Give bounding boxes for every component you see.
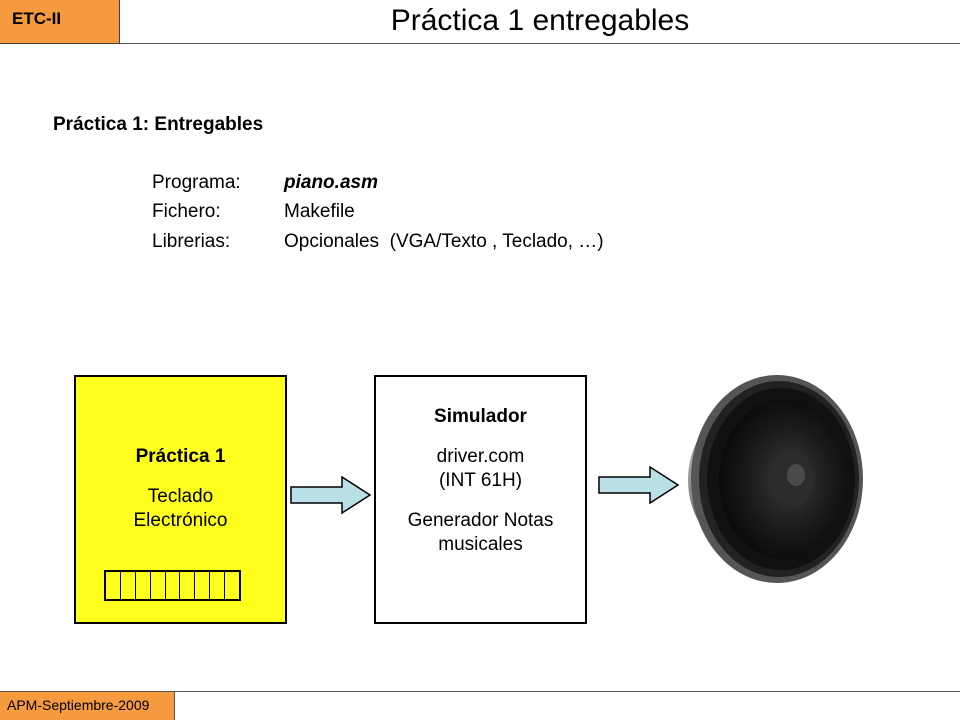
- deliverable-row-programa: Programa: piano.asm: [152, 172, 378, 194]
- footer-text: APM-Septiembre-2009: [7, 697, 150, 713]
- simulador-line-4: musicales: [438, 534, 523, 555]
- arrow-right-icon: [598, 466, 680, 504]
- simulador-box: Simulador driver.com (INT 61H) Generador…: [374, 375, 587, 624]
- deliverable-row-fichero: Fichero: Makefile: [152, 201, 355, 223]
- keyboard-icon: [104, 570, 241, 601]
- simulador-line-1: driver.com: [436, 446, 525, 467]
- course-label: ETC-II: [12, 9, 62, 28]
- footer-badge: [0, 692, 175, 720]
- simulador-line-3: Generador Notas: [407, 510, 554, 531]
- deliverable-value: piano.asm: [284, 172, 378, 193]
- deliverable-value: Makefile: [284, 201, 355, 222]
- speaker-icon: [688, 375, 863, 583]
- arrow-right-icon: [290, 476, 372, 514]
- practica-title: Práctica 1: [135, 446, 226, 467]
- slide-title: Práctica 1 entregables: [390, 4, 690, 37]
- deliverable-row-librerias: Librerias: Opcionales (VGA/Texto , Teclad…: [152, 231, 604, 253]
- simulador-title: Simulador: [434, 406, 527, 427]
- section-heading: Práctica 1: Entregables: [53, 114, 264, 135]
- deliverable-label: Librerias:: [152, 231, 231, 252]
- practica-line-2: Electrónico: [133, 510, 228, 531]
- footer-divider: [0, 691, 960, 692]
- header-divider: [120, 43, 960, 44]
- deliverable-label: Programa:: [152, 172, 241, 193]
- deliverable-value: Opcionales (VGA/Texto , Teclado, …): [284, 231, 604, 252]
- deliverable-label: Fichero:: [152, 201, 221, 222]
- practica-line-1: Teclado: [147, 486, 214, 507]
- simulador-line-2: (INT 61H): [438, 470, 523, 491]
- header-badge: [0, 0, 120, 44]
